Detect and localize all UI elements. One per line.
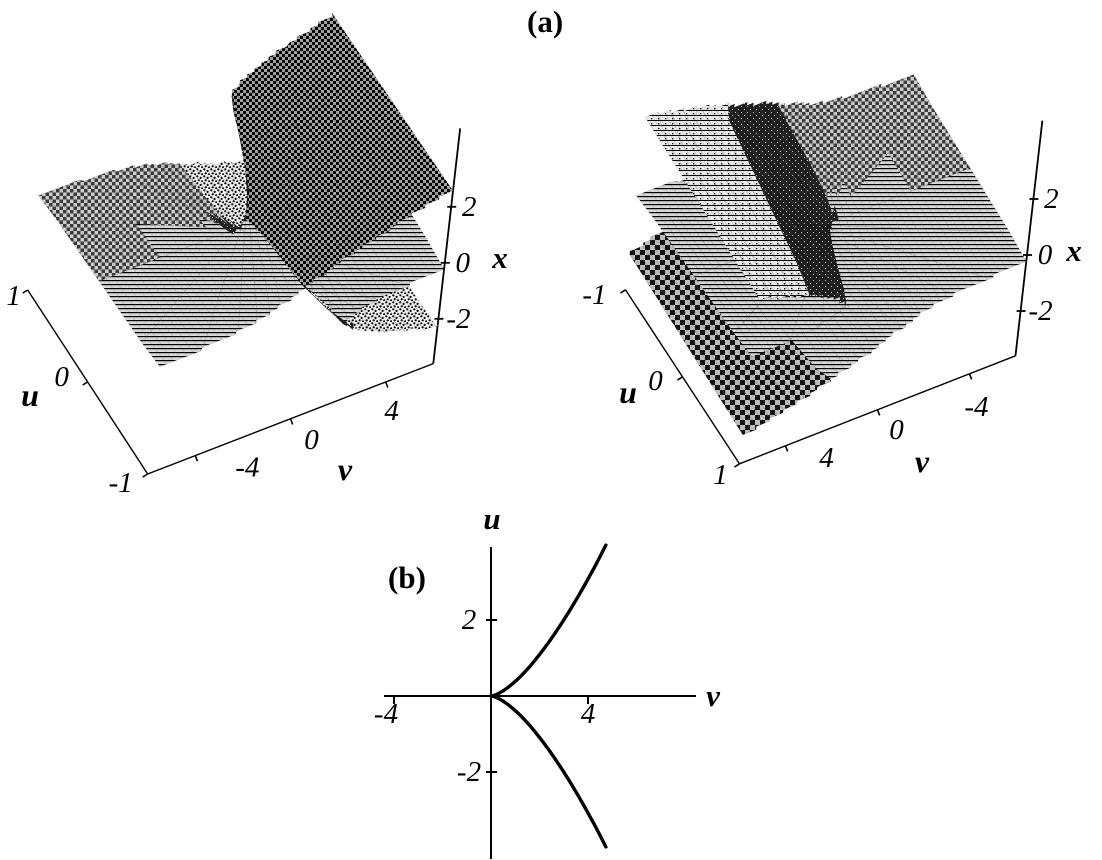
v-axis-tick <box>784 445 789 452</box>
surface-facet <box>151 325 181 362</box>
v-axis-tick <box>876 409 881 416</box>
v-axis-tick <box>968 373 973 380</box>
surface-facet <box>382 227 391 234</box>
b-v-axis-label: v <box>706 678 721 713</box>
u-tick-label: -1 <box>582 279 606 311</box>
u-tick-label: -1 <box>109 467 133 499</box>
u-axis-tick <box>620 289 626 294</box>
surface-facet <box>234 326 243 335</box>
surface-facet <box>193 347 202 354</box>
v-tick-label: -4 <box>235 452 259 484</box>
surface-mesh <box>629 74 1027 436</box>
surface-facet <box>293 274 306 295</box>
u-axis-tick <box>734 463 740 468</box>
surface-facet <box>408 296 438 329</box>
surface-facet <box>239 302 257 327</box>
surface-facet <box>838 307 846 314</box>
x-axis-line <box>432 128 462 364</box>
v-tick-label: 4 <box>819 442 834 474</box>
v-axis-label: v <box>915 443 930 479</box>
surface-facet <box>340 249 349 263</box>
surface-facet <box>784 337 792 344</box>
v-tick-label: -4 <box>964 391 988 423</box>
panel-b-label: (b) <box>388 560 426 595</box>
surface-facet <box>146 330 174 365</box>
surface-facet <box>303 272 313 289</box>
u-tick-label: 1 <box>6 280 21 312</box>
u-tick-label: 1 <box>713 459 728 491</box>
surface-facet <box>342 322 354 327</box>
surface-facet <box>200 343 209 351</box>
surface-facet <box>413 177 433 209</box>
x-axis-line <box>1014 120 1044 356</box>
u-axis-tick <box>82 381 89 386</box>
b-curve-lower <box>489 694 608 849</box>
surface-facet <box>428 169 447 200</box>
surface-facet <box>268 299 278 315</box>
surface-facet <box>141 336 167 367</box>
surface-facet <box>324 241 342 269</box>
v-tick-label: 0 <box>304 424 319 456</box>
x-tick-label: -2 <box>446 303 470 335</box>
panel-a-label: (a) <box>527 4 564 39</box>
x-tick-label: 2 <box>462 191 477 223</box>
v-axis-line <box>739 355 1016 465</box>
b-curve-upper <box>489 543 608 698</box>
surface-plot-view2: 2 0 -2 x -1 0 1 u 4 0 -4 v <box>582 74 1082 491</box>
surface-facet <box>380 114 440 203</box>
v-axis-tick <box>194 455 199 462</box>
u-tick-label: 0 <box>54 361 69 393</box>
b-u-axis-label: u <box>483 501 500 536</box>
surface-facet <box>817 321 826 328</box>
surface-facet <box>312 272 321 283</box>
surface-facet <box>831 313 839 320</box>
surface-facet <box>644 114 702 207</box>
x-axis-label: x <box>491 240 508 275</box>
v-axis-tick <box>384 381 389 388</box>
surface-facet <box>360 203 384 240</box>
surface-facet <box>366 151 412 220</box>
u-axis-tick <box>142 473 149 478</box>
surface-facet <box>206 325 222 343</box>
u-axis-label: u <box>21 377 39 413</box>
surface-plot-view1: 2 0 -2 x 1 0 -1 u -4 0 4v <box>6 12 508 499</box>
v-tick-label: 0 <box>889 414 904 446</box>
surface-facet <box>255 311 264 324</box>
b-h-tick-label: -4 <box>374 698 398 730</box>
x-tick-label: 0 <box>1038 239 1053 271</box>
surface-facet <box>395 209 405 226</box>
x-tick-label: 2 <box>1044 183 1059 215</box>
surface-facet <box>649 233 661 244</box>
surface-facet <box>338 216 363 255</box>
v-tick-label: 4 <box>384 395 399 427</box>
surface-facet <box>360 231 370 249</box>
surface-facet <box>319 270 328 278</box>
surface-facet <box>364 273 412 332</box>
u-tick-label: 0 <box>648 365 663 397</box>
b-v-tick-label: 2 <box>462 604 477 636</box>
surface-facet <box>743 262 765 302</box>
v-axis-tick <box>289 418 294 425</box>
u-axis-label: u <box>619 374 637 410</box>
x-tick-label: -2 <box>1029 295 1053 327</box>
surface-facet <box>284 277 299 301</box>
surface-facet <box>283 296 292 304</box>
u-axis-tick <box>22 289 29 294</box>
x-axis-label: x <box>1065 233 1082 268</box>
surface-facet <box>212 307 236 338</box>
u-axis-tick <box>677 376 683 381</box>
surface-facet <box>204 334 216 346</box>
b-h-tick-label: 4 <box>581 698 596 730</box>
b-v-tick-label: -2 <box>457 756 481 788</box>
x-tick-label: 0 <box>456 247 471 279</box>
surface-facet <box>686 344 750 436</box>
surface-mesh <box>38 12 454 367</box>
surface-facet <box>403 191 419 217</box>
surface-facet <box>642 239 678 287</box>
surface-facet <box>733 327 759 357</box>
surface-facet <box>388 327 399 331</box>
surface-facet <box>276 300 285 309</box>
v-axis-label: v <box>338 451 353 487</box>
cusp-curve-plot: -4 4 2 -2 u v <box>374 501 721 859</box>
